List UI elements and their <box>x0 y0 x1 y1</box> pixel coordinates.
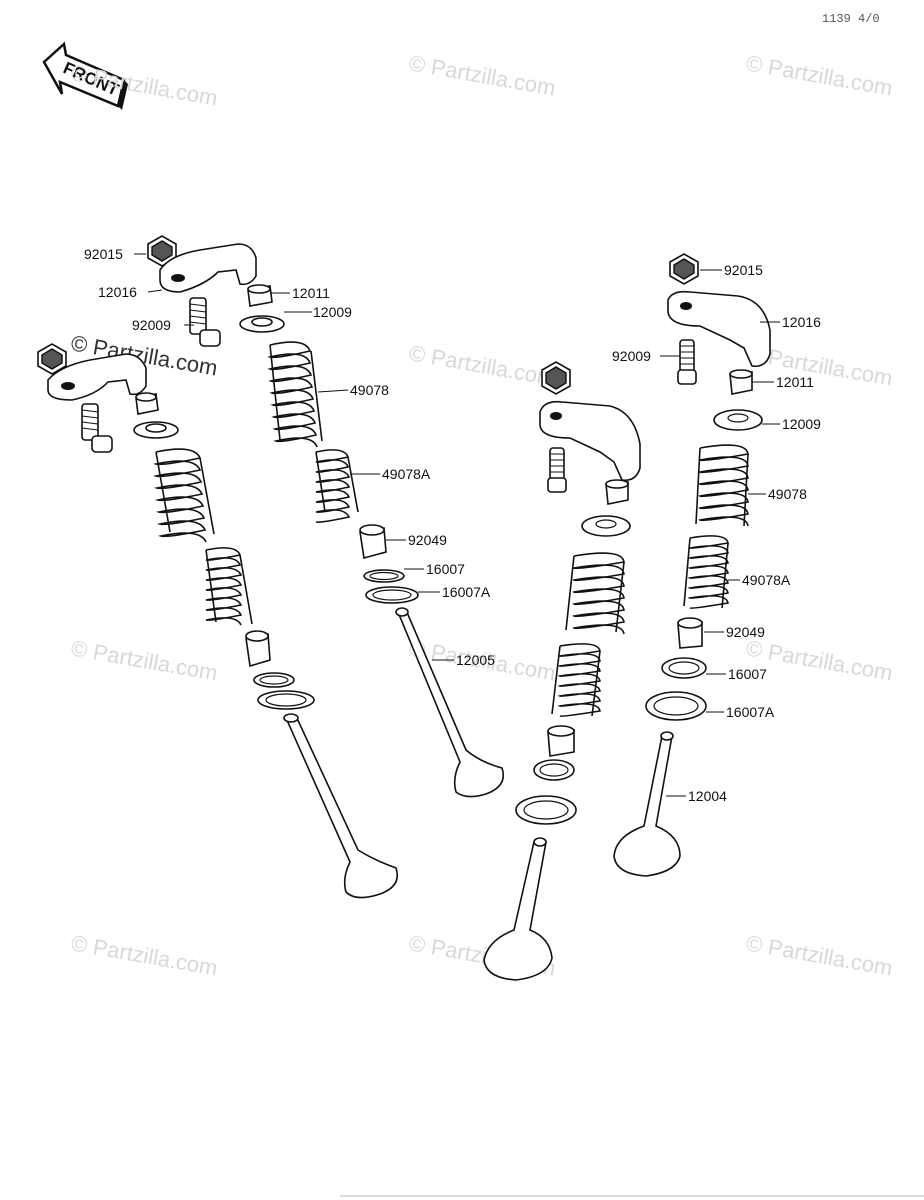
valve-seal-icon <box>677 617 703 649</box>
watermark-10: © Partzilla.com <box>69 930 219 980</box>
outer-spring-icon <box>695 444 749 527</box>
valve-icon <box>483 837 553 981</box>
middle-assembly <box>483 361 641 981</box>
callout-labels: 92015 12016 92009 12011 12009 49078 4907… <box>84 246 821 804</box>
inner-spring-icon <box>315 449 359 523</box>
inner-spring-icon <box>551 643 601 717</box>
spring-seat-icon <box>363 569 405 583</box>
retainer-icon <box>581 515 631 537</box>
corner-code: 1139 4/0 <box>822 12 880 26</box>
label-seal-left: 92049 <box>408 532 447 548</box>
watermark-3: © Partzilla.com <box>744 50 894 100</box>
label-spring-outer-left: 49078 <box>350 382 389 398</box>
outer-spring-icon <box>152 448 215 543</box>
rocker-arm-icon <box>539 400 641 482</box>
watermark-5: © Partzilla.com <box>407 340 557 390</box>
valve-seal-icon <box>245 630 271 668</box>
retainer-icon <box>713 409 763 431</box>
valve-icon <box>613 731 681 877</box>
label-cotter-left: 12011 <box>292 285 330 301</box>
label-spring-outer-right: 49078 <box>768 486 807 502</box>
spring-seat-outer-icon <box>365 586 419 604</box>
label-bolt-left: 92009 <box>132 317 171 333</box>
inner-spring-icon <box>683 535 729 609</box>
watermark-2: © Partzilla.com <box>407 50 557 100</box>
label-nut-left: 92015 <box>84 246 123 262</box>
outer-spring-icon <box>565 552 625 635</box>
left-rear-assembly <box>147 235 505 798</box>
spring-seat-outer-icon <box>515 795 577 825</box>
spring-seat-outer-icon <box>257 690 315 710</box>
cotter-icon <box>247 284 273 307</box>
adjusting-bolt-icon <box>189 297 221 347</box>
rocker-arm-icon <box>159 243 257 293</box>
nut-icon <box>669 253 699 285</box>
label-retainer-right: 12009 <box>782 416 821 432</box>
adjusting-bolt-icon <box>81 403 113 453</box>
label-seat-left: 16007 <box>426 561 465 577</box>
label-valve-left: 12005 <box>456 652 495 668</box>
adjusting-bolt-icon <box>547 447 567 493</box>
label-cotter-right: 12011 <box>776 374 814 390</box>
watermarks: © Partzilla.com © Partzilla.com © Partzi… <box>69 50 894 980</box>
nut-icon <box>541 361 571 395</box>
label-spring-inner-left: 49078A <box>382 466 431 482</box>
nut-icon <box>37 343 67 375</box>
label-retainer-left: 12009 <box>313 304 352 320</box>
cotter-icon <box>605 479 629 505</box>
right-assembly <box>613 253 771 877</box>
cotter-icon <box>729 369 753 395</box>
rocker-arm-icon <box>47 353 147 401</box>
spring-seat-icon <box>661 657 707 679</box>
outer-spring-icon <box>267 341 323 448</box>
watermark-7: © Partzilla.com <box>69 635 219 685</box>
label-rocker-right: 12016 <box>782 314 821 330</box>
callout-lines <box>134 253 780 797</box>
spring-seat-icon <box>253 672 295 688</box>
valve-seal-icon <box>359 524 387 560</box>
retainer-icon <box>133 421 179 439</box>
adjusting-bolt-icon <box>677 339 697 385</box>
valve-icon <box>395 607 505 798</box>
spring-seat-outer-icon <box>645 691 707 721</box>
label-seat-right: 16007 <box>728 666 767 682</box>
valve-icon <box>283 713 399 899</box>
retainer-icon <box>239 315 285 333</box>
valve-seal-icon <box>547 725 575 757</box>
cotter-icon <box>135 392 159 415</box>
label-valve-right: 12004 <box>688 788 727 804</box>
spring-seat-icon <box>533 759 575 781</box>
label-bolt-right: 92009 <box>612 348 651 364</box>
watermark-12: © Partzilla.com <box>744 930 894 980</box>
label-spring-inner-right: 49078A <box>742 572 791 588</box>
label-seat-outer-left: 16007A <box>442 584 491 600</box>
left-front-assembly <box>37 343 399 899</box>
label-seal-right: 92049 <box>726 624 765 640</box>
label-seat-outer-right: 16007A <box>726 704 775 720</box>
label-rocker-left: 12016 <box>98 284 137 300</box>
inner-spring-icon <box>205 547 253 626</box>
rocker-arm-icon <box>667 290 771 368</box>
label-nut-right: 92015 <box>724 262 763 278</box>
watermark-1: © Partzilla.com <box>69 60 219 110</box>
